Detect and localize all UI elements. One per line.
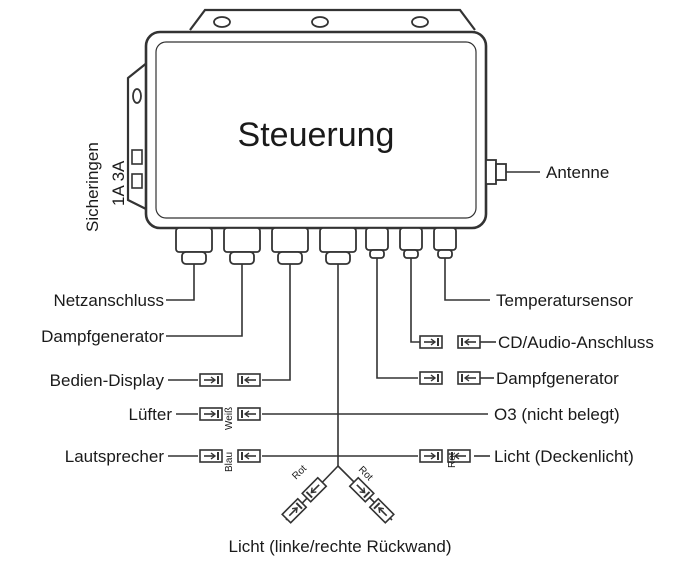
controller-housing <box>126 8 540 230</box>
wire-color-weiss: Weiß <box>224 407 235 430</box>
wires <box>166 258 496 521</box>
label-lautsprecher: Lautsprecher <box>65 447 165 466</box>
label-dampfgenerator-left: Dampfgenerator <box>41 327 164 346</box>
label-bedien-display: Bedien-Display <box>50 371 165 390</box>
label-dampfgenerator-right: Dampfgenerator <box>496 369 619 388</box>
label-cd-audio: CD/Audio-Anschluss <box>498 333 654 352</box>
fuse-label: Sicheringen <box>83 142 102 232</box>
cable-glands <box>175 227 457 265</box>
wire-color-rot-left: Rot <box>290 463 309 482</box>
wire-color-rot-decke: Rot <box>447 452 458 468</box>
label-luefter: Lüfter <box>129 405 173 424</box>
wire-color-blau: Blau <box>224 452 235 472</box>
connectors <box>199 335 481 524</box>
label-netzanschluss: Netzanschluss <box>53 291 164 310</box>
label-o3: O3 (nicht belegt) <box>494 405 620 424</box>
fuse-values: 1A 3A <box>109 160 128 206</box>
label-antenne: Antenne <box>546 163 609 182</box>
label-licht-rueckwand: Licht (linke/rechte Rückwand) <box>229 537 452 556</box>
label-licht-decke: Licht (Deckenlicht) <box>494 447 634 466</box>
label-temperatursensor: Temperatursensor <box>496 291 633 310</box>
controller-title: Steuerung <box>238 116 395 154</box>
